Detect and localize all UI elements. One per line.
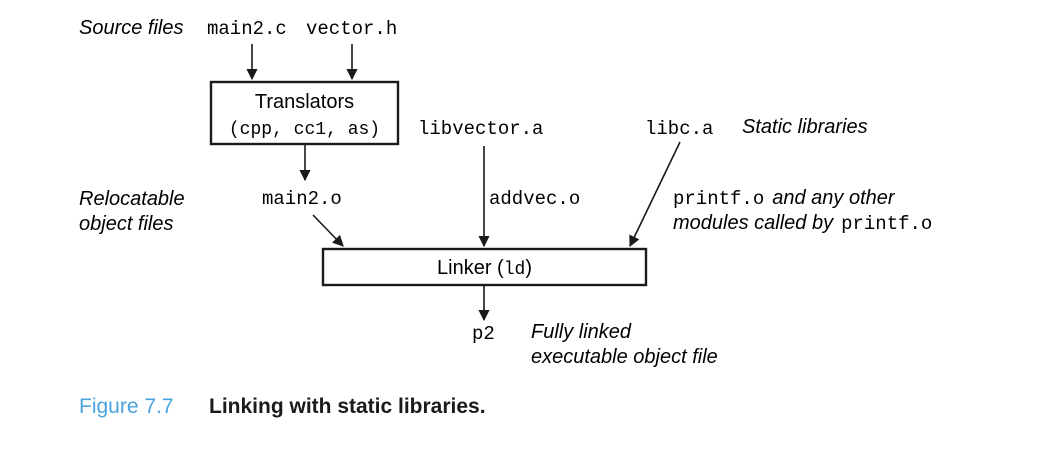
printf-o-file-2: printf.o xyxy=(841,213,932,235)
main2-c-file: main2.c xyxy=(207,18,287,40)
linker-title-text: Linker ( xyxy=(437,257,504,279)
caption-number: Figure 7.7 xyxy=(79,395,174,418)
fully-linked-line1: Fully linked xyxy=(531,321,632,343)
source-files-label: Source files xyxy=(79,17,184,39)
relocatable-label-line1: Relocatable xyxy=(79,188,185,210)
arrow-main2o-to-linker xyxy=(312,214,344,247)
vector-h-file: vector.h xyxy=(306,18,397,40)
fully-linked-line2: executable object file xyxy=(531,346,718,368)
printf-line1-suffix: and any other xyxy=(772,187,896,209)
linker-title: Linker (ld) xyxy=(437,257,532,280)
translators-title: Translators xyxy=(255,91,354,113)
addvec-o-file: addvec.o xyxy=(489,188,580,210)
printf-line2-prefix: modules called by xyxy=(673,212,834,234)
linker-box xyxy=(321,247,648,287)
printf-o-file: printf.o xyxy=(673,188,764,210)
linker-close: ) xyxy=(525,257,532,279)
caption-title: Linking with static libraries. xyxy=(209,395,486,418)
translators-tools: (cpp, cc1, as) xyxy=(229,120,380,140)
libc-a-file: libc.a xyxy=(645,118,713,140)
translators-box xyxy=(209,80,400,146)
static-libraries-label: Static libraries xyxy=(742,116,868,138)
arrow-libc-to-linker xyxy=(629,141,681,248)
printf-line2: modules called by printf.o xyxy=(673,212,932,235)
libvector-a-file: libvector.a xyxy=(418,118,543,140)
printf-line1: printf.o and any other xyxy=(673,187,896,210)
main2-o-file: main2.o xyxy=(262,188,342,210)
relocatable-label-line2: object files xyxy=(79,213,174,235)
p2-file: p2 xyxy=(472,323,495,345)
linker-cmd: ld xyxy=(504,260,526,280)
